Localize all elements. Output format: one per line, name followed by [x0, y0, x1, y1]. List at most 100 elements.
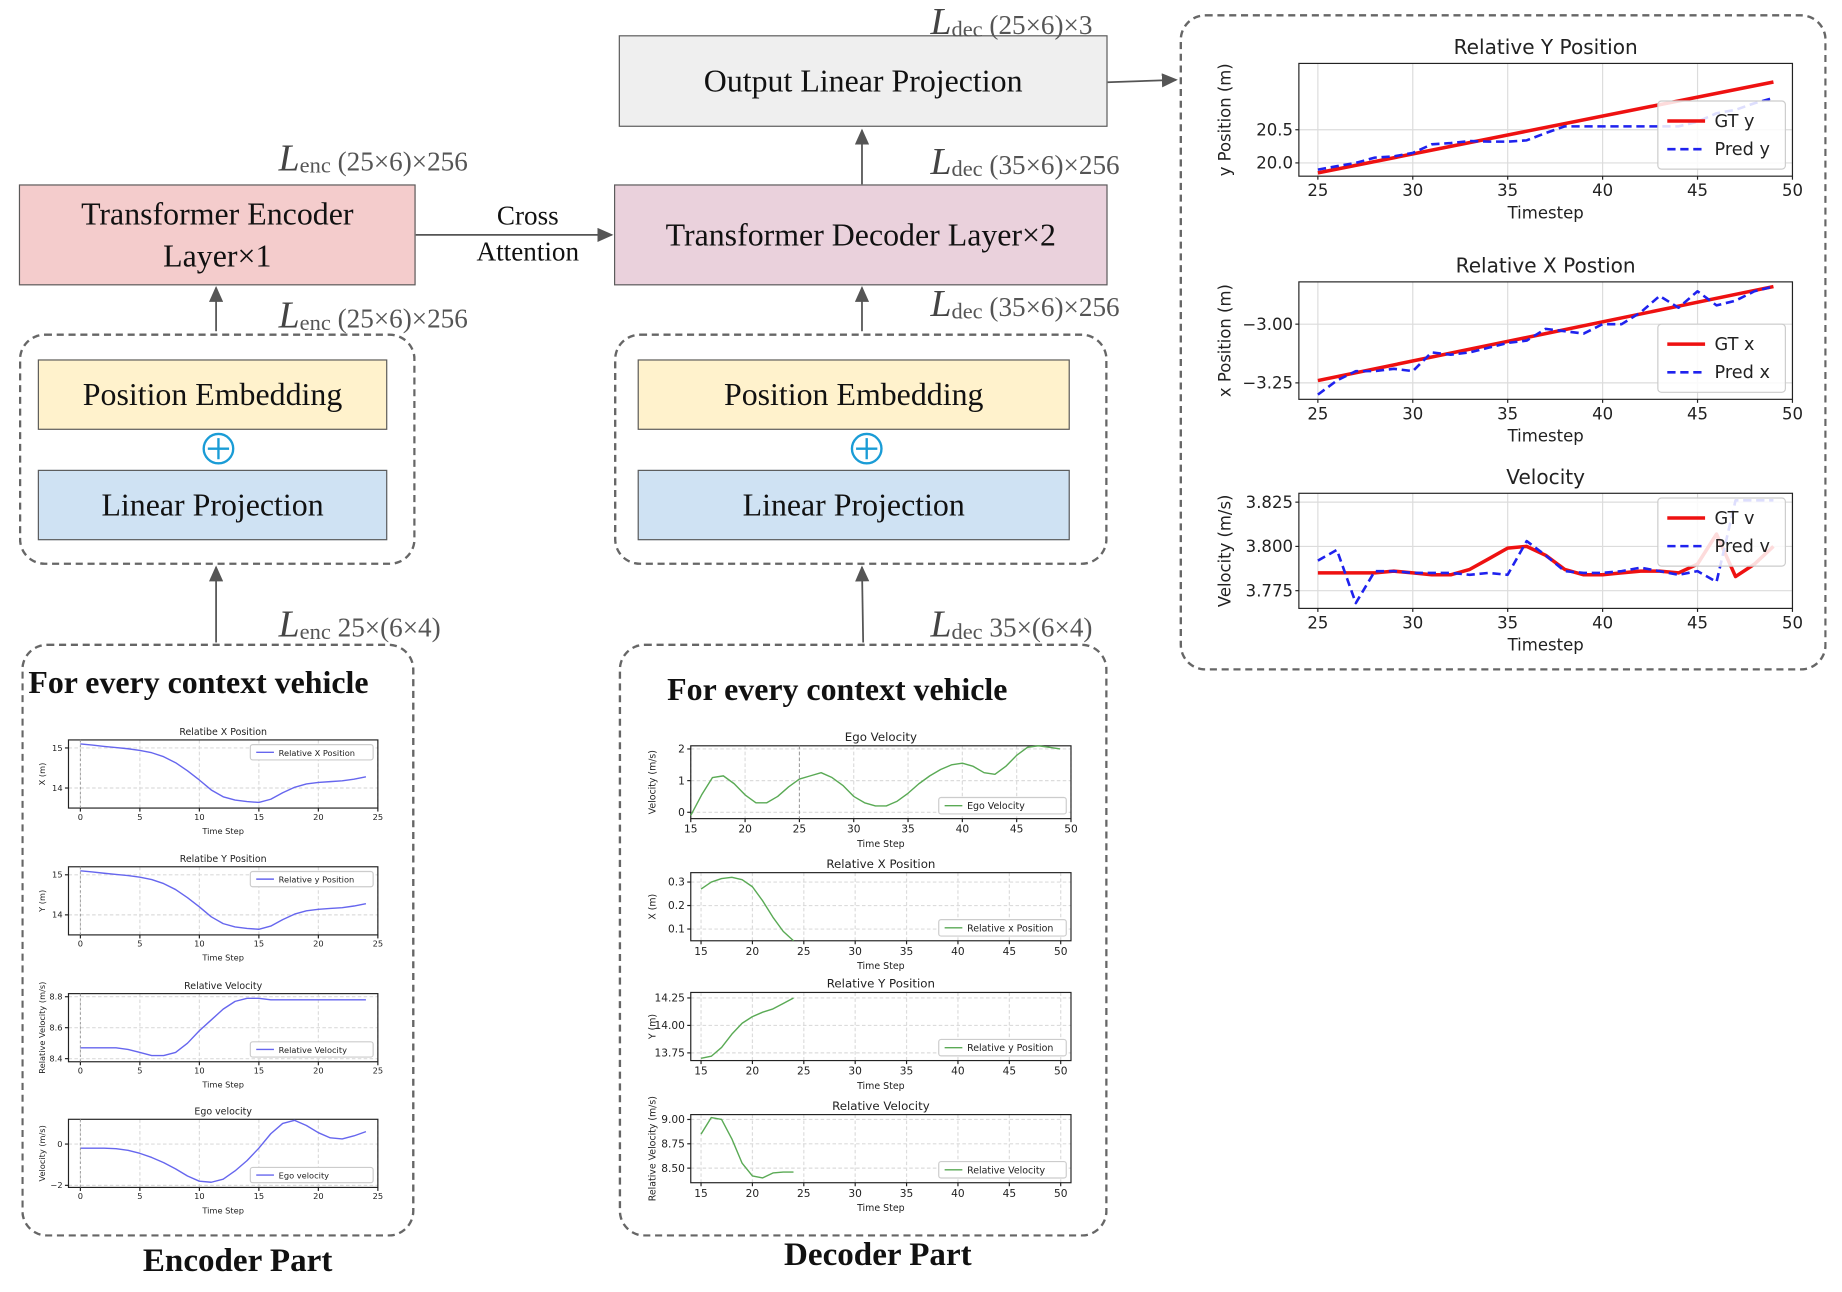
decoder-caption: Decoder Part — [784, 1236, 972, 1274]
legend-label: Pred y — [1715, 140, 1770, 160]
legend-label: Relative Velocity — [967, 1165, 1045, 1176]
results-group — [1179, 14, 1827, 671]
x-tick-label: 20 — [313, 939, 324, 949]
decoder-context-heading: For every context vehicle — [667, 671, 1008, 708]
x-tick-label: 20 — [746, 946, 760, 958]
series-line — [1317, 284, 1774, 383]
x-tick-label: 35 — [1497, 613, 1518, 632]
y-tick-label: −3.25 — [1242, 374, 1293, 393]
legend-box — [249, 1041, 374, 1058]
x-tick-label: 25 — [797, 1066, 811, 1078]
x-tick-label: 50 — [1064, 824, 1078, 836]
plot-frame — [1298, 62, 1794, 177]
x-tick-label: 30 — [848, 946, 862, 958]
legend-label: Ego velocity — [279, 1171, 330, 1181]
y-axis-label: Velocity (m/s) — [1215, 495, 1234, 608]
chart-title: Relative Velocity — [832, 1099, 930, 1113]
y-tick-label: 9.00 — [661, 1114, 685, 1126]
x-tick-label: 30 — [847, 824, 861, 836]
legend-label: Pred x — [1715, 363, 1770, 383]
x-tick-label: 10 — [194, 1191, 205, 1201]
x-tick-label: 25 — [797, 1188, 811, 1200]
x-tick-label: 30 — [1402, 181, 1423, 200]
legend-label: Relative Velocity — [279, 1045, 347, 1055]
x-tick-label: 15 — [684, 824, 698, 836]
series-line — [80, 743, 367, 804]
y-tick-label: 14 — [52, 910, 63, 920]
x-tick-label: 25 — [793, 824, 807, 836]
chart-title: Ego Velocity — [845, 730, 917, 744]
series-line — [1317, 80, 1774, 175]
x-tick-label: 30 — [1402, 613, 1423, 632]
x-axis-label: Time Step — [201, 1205, 244, 1215]
x-tick-label: 25 — [373, 1066, 384, 1076]
chart-title: Ego velocity — [194, 1107, 252, 1118]
x-tick-label: 35 — [900, 1066, 914, 1078]
y-tick-label: 14.00 — [654, 1020, 685, 1032]
decoder-context-group — [618, 643, 1108, 1237]
x-tick-label: 15 — [254, 1191, 265, 1201]
x-tick-label: 25 — [373, 939, 384, 949]
transformer-encoder-layer: Transformer Encoder Layer×1 — [18, 184, 416, 286]
x-tick-label: 35 — [901, 824, 915, 836]
x-tick-label: 25 — [1307, 181, 1328, 200]
x-tick-label: 5 — [137, 812, 142, 822]
x-tick-label: 20 — [313, 812, 324, 822]
chart-title: Relatibe X Position — [179, 727, 267, 738]
legend-box — [249, 1166, 374, 1184]
chart-title: Relative Velocity — [184, 981, 262, 992]
series-line — [80, 1119, 367, 1183]
x-axis-label: Time Step — [856, 1203, 905, 1214]
x-tick-label: 15 — [254, 939, 265, 949]
x-tick-label: 20 — [313, 1066, 324, 1076]
encoder-position-embedding: Position Embedding — [37, 359, 388, 430]
y-tick-label: 8.8 — [49, 992, 62, 1002]
series-line — [80, 870, 367, 930]
x-axis-label: Time Step — [856, 839, 905, 850]
plot-frame — [1298, 281, 1794, 400]
x-tick-label: 40 — [1592, 404, 1613, 423]
series-line — [700, 997, 794, 1060]
x-axis-label: Time Step — [856, 1081, 905, 1092]
plot-frame — [690, 745, 1072, 820]
legend-box — [938, 1038, 1067, 1057]
x-axis-label: Time Step — [201, 826, 244, 836]
arrow-to-results — [1107, 73, 1178, 88]
x-tick-label: 15 — [694, 1188, 708, 1200]
dec-dim-input: Ldec 35×(6×4) — [930, 602, 1093, 645]
y-axis-label: Relative Velocity (m/s) — [647, 1096, 658, 1201]
y-tick-label: 0.3 — [668, 877, 685, 889]
x-tick-label: 30 — [848, 1066, 862, 1078]
legend-label: Ego Velocity — [967, 801, 1025, 812]
enc-dim-out: Lenc (25×6)×256 — [278, 136, 468, 179]
encoder-caption: Encoder Part — [142, 1242, 333, 1280]
plot-frame — [690, 872, 1072, 942]
x-tick-label: 0 — [78, 812, 83, 822]
y-tick-label: 15 — [52, 870, 63, 880]
x-tick-label: 50 — [1054, 946, 1068, 958]
x-tick-label: 35 — [1497, 404, 1518, 423]
x-tick-label: 0 — [78, 1191, 83, 1201]
x-tick-label: 45 — [1687, 613, 1708, 632]
x-tick-label: 40 — [956, 824, 970, 836]
x-tick-label: 40 — [1592, 613, 1613, 632]
x-tick-label: 35 — [1497, 181, 1518, 200]
plot-frame — [690, 1114, 1072, 1184]
x-tick-label: 25 — [373, 1191, 384, 1201]
legend-label: Pred v — [1715, 537, 1770, 557]
y-tick-label: 0.1 — [668, 924, 685, 936]
y-tick-label: 1 — [678, 775, 685, 787]
x-tick-label: 25 — [797, 946, 811, 958]
y-tick-label: 20.0 — [1256, 154, 1293, 173]
y-axis-label: X (m) — [37, 763, 47, 786]
dec-dim-in: Ldec (35×6)×256 — [930, 281, 1120, 325]
series-line — [1317, 285, 1774, 396]
x-tick-label: 50 — [1782, 613, 1803, 632]
x-tick-label: 25 — [373, 812, 384, 822]
